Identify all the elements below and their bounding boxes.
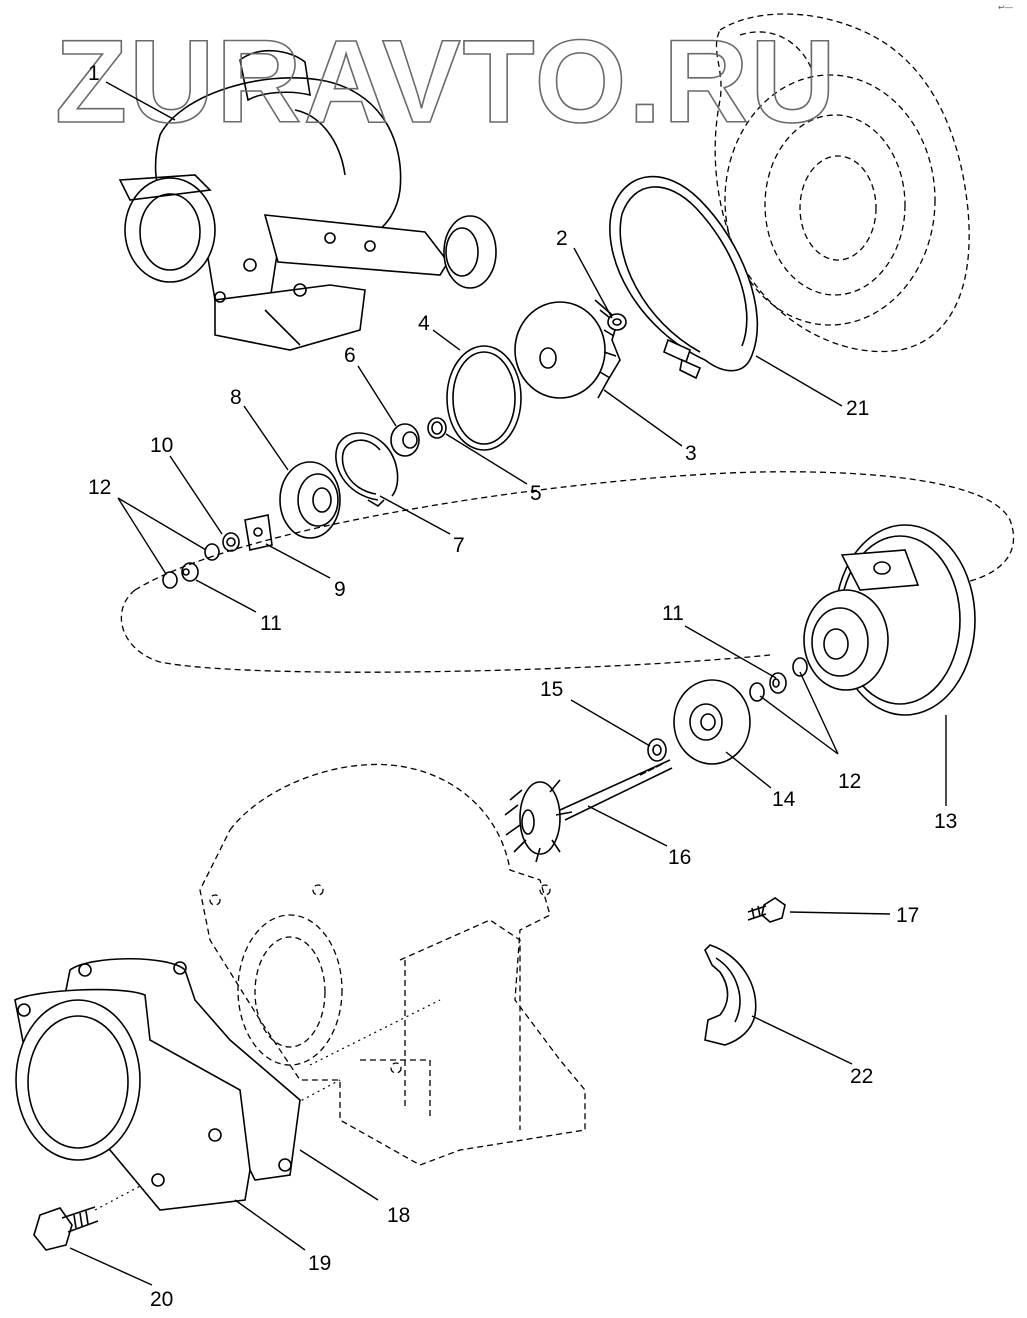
callout-1: 1: [88, 62, 100, 85]
callout-14: 14: [772, 788, 796, 811]
callout-11-right: 11: [662, 602, 684, 625]
callout-6: 6: [344, 344, 356, 367]
callout-8: 8: [230, 386, 242, 409]
corner-mark: ↩—: [998, 3, 1013, 12]
journal-bearing-left: [162, 543, 220, 589]
callout-21: 21: [846, 397, 869, 420]
hex-bolt-large: [33, 1206, 99, 1251]
thrust-bearing: [244, 514, 273, 551]
o-ring: [446, 345, 522, 451]
turbine-housing-outline: [714, 13, 970, 353]
callout-12-left: 12: [88, 476, 111, 499]
callout-labels: 1 2 3 4 5 6 7 8 9 10 11 12 13 14 15 16 1…: [88, 62, 957, 1311]
callout-10: 10: [150, 434, 173, 457]
piston-ring-seal: [647, 738, 667, 762]
callout-3: 3: [685, 442, 697, 465]
alignment-line-upper: [309, 999, 441, 1066]
callout-17: 17: [896, 904, 919, 927]
v-band-clamp: [609, 175, 759, 380]
callout-5: 5: [530, 482, 542, 505]
compressor-wheel: [514, 299, 621, 399]
hex-bolt-small: [747, 897, 786, 923]
leader-lines: [69, 81, 947, 1286]
heat-shield: [673, 679, 751, 765]
callout-4: 4: [418, 312, 430, 335]
watermark-text: ZURAVTO.RU: [55, 16, 838, 148]
callout-20: 20: [150, 1288, 173, 1311]
callout-2: 2: [556, 227, 568, 250]
center-housing: [803, 524, 976, 716]
callout-16: 16: [668, 846, 691, 869]
compressor-insert: [279, 461, 341, 539]
callout-19: 19: [308, 1252, 331, 1275]
callout-13: 13: [934, 810, 957, 833]
callout-9: 9: [334, 578, 346, 601]
callout-12-right: 12: [838, 770, 861, 793]
turbocharger-assembly: [118, 49, 497, 351]
lock-nut: [607, 313, 627, 331]
outlet-elbow: [14, 988, 251, 1211]
turbine-wheel-shaft: [504, 759, 673, 863]
callout-15: 15: [540, 678, 563, 701]
bearing-housing-outline: [199, 763, 586, 1166]
journal-bearing-right: [749, 657, 808, 702]
thrust-washer: [427, 417, 447, 439]
lock-plate: [704, 944, 757, 1046]
assembly-boundary-line: [120, 471, 1015, 673]
callout-7: 7: [453, 534, 465, 557]
callout-11-left: 11: [260, 612, 282, 635]
snap-ring: [335, 432, 399, 508]
callout-18: 18: [387, 1204, 410, 1227]
callout-22: 22: [850, 1065, 873, 1088]
thrust-collar: [390, 423, 420, 457]
